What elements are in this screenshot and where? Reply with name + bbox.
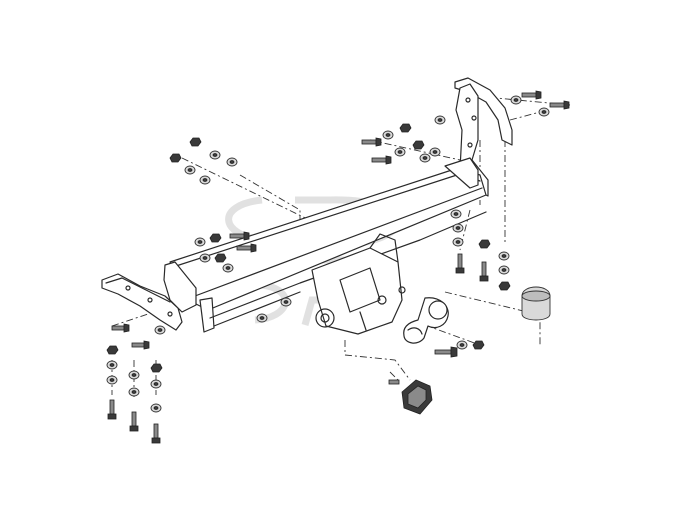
hitch-tongue [311, 233, 406, 335]
fastener-set-upper-left [169, 137, 238, 185]
fastener-set-far-right [510, 90, 570, 117]
left-side-bracket [101, 273, 183, 331]
fastener-set-right-lower [450, 209, 511, 291]
ball-cover [521, 286, 551, 321]
fastener-set-upper-right [361, 115, 446, 165]
towball [403, 297, 449, 344]
fastener-set-center-left [194, 231, 292, 323]
fastener-set-towball [388, 340, 485, 385]
main-crossbar [163, 157, 487, 333]
electrical-socket [401, 379, 433, 415]
fastener-set-left-bracket [106, 323, 166, 444]
